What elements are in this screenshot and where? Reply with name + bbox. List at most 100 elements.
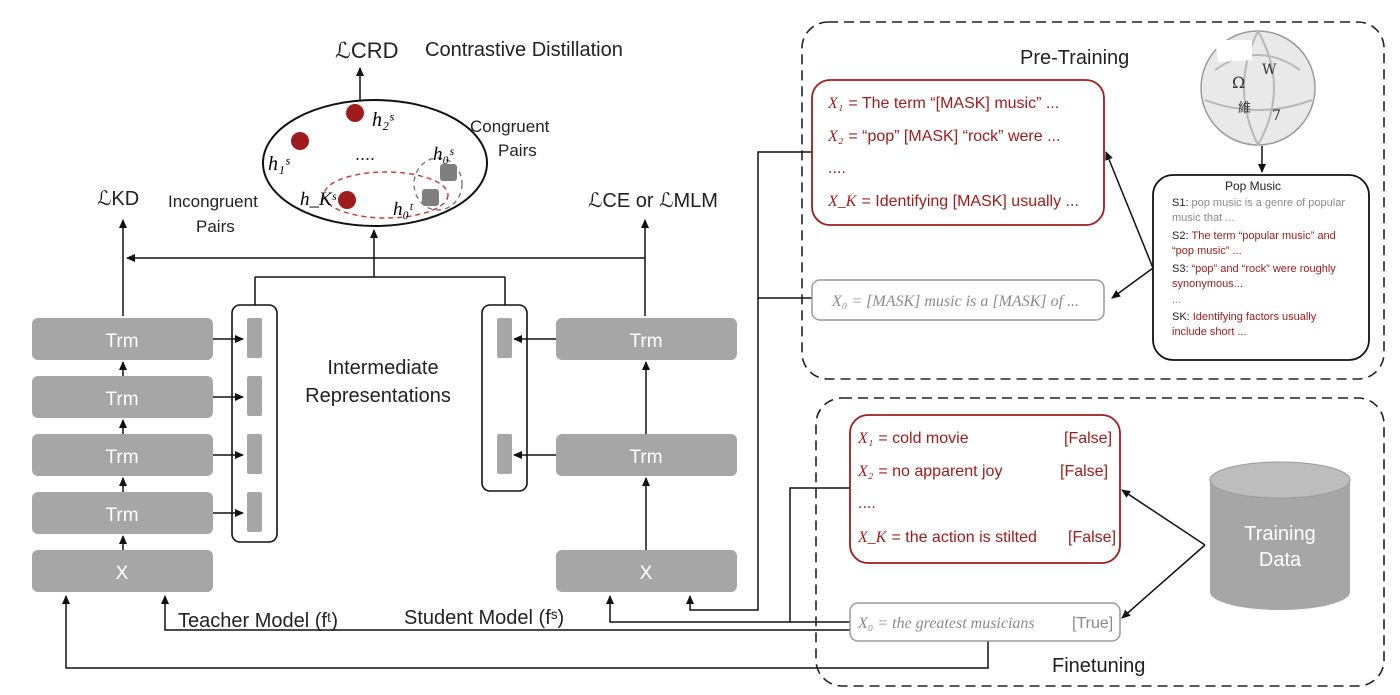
pretrain-samples-box [811,79,1105,226]
congruent-dashed-ellipse [413,157,463,211]
teacher-rep-slot [247,318,262,358]
pretrain-link [686,151,812,611]
wiki-to-samples-arrow [1105,151,1154,269]
student-trm-label: Trm [629,331,662,352]
training-data-database-icon: Training Data [1209,461,1351,610]
pretrain-query: X₀ = [MASK] music is a [MASK] of ... [831,293,1079,310]
finetune-tag: [False] [1064,430,1112,447]
teacher-trm-label: Trm [105,505,138,526]
teacher-trm-block [32,376,213,418]
pretrain-sample: .... [828,160,846,177]
wikipedia-globe-icon: Ω W 維 7 [1200,30,1316,146]
wiki-line: S1:pop music is a genre of popular [1172,197,1345,209]
finetune-sample: X₁= cold movie [857,430,969,447]
student-rep-slot [497,434,512,474]
wiki-line: ... [1172,294,1181,306]
teacher-trm-label: Trm [105,389,138,410]
wiki-line: SK:Identifying factors usually [1172,311,1317,323]
pretrain-sample: X₁= The term “[MASK] music” ... [827,95,1059,112]
svg-text:7: 7 [1272,108,1281,124]
intermediate-label-1: Intermediate [327,357,438,379]
student-input-label: X [640,563,653,584]
h0t-square [422,189,439,206]
student-trm-label: Trm [629,447,662,468]
finetune-samples-box [849,414,1121,564]
finetune-sample: X_K= the action is stilted [857,529,1037,546]
finetune-query-box [849,602,1121,642]
h0s-square [440,164,457,181]
finetune-tag: [False] [1060,463,1108,480]
h2s-dot [346,104,364,122]
student-trm-block [556,318,737,360]
finetune-sample: X₂= no apparent joy [857,463,1002,480]
training-data-label-1: Training [1244,523,1316,545]
teacher-trm-block [32,434,213,476]
incongruent-label-1: Incongruent [168,192,258,211]
training-data-label-2: Data [1259,549,1302,571]
finetune-query: X₀ = the greatest musicians [857,615,1035,632]
teacher-feed-1 [161,595,850,631]
data-to-query-arrow [1121,544,1206,619]
student-trm-block [556,434,737,476]
teacher-trm-label: Trm [105,331,138,352]
wiki-line: music that ... [1172,212,1234,224]
wiki-line: include short ... [1172,326,1247,338]
wiki-line: S2:The term “popular music” and [1172,230,1336,242]
h0t-label: h₀ᵗ [393,199,414,220]
congruent-label-2: Pairs [498,141,537,160]
finetune-sample: .... [858,495,876,512]
teacher-input-block [32,550,213,592]
student-model-label: Student Model (fˢ) [404,607,564,629]
svg-text:W: W [1262,62,1277,78]
wiki-line: S3:“pop” and “rock” were roughly [1172,263,1336,275]
pretrain-query-box [811,279,1105,321]
finetuning-title: Finetuning [1052,655,1145,677]
congruent-label-1: Congruent [470,117,550,136]
wiki-card-lines: S1:pop music is a genre of popular music… [1172,197,1345,338]
teacher-rep-column [231,304,278,543]
svg-text:維: 維 [1238,101,1251,116]
teacher-input-label: X [116,563,129,584]
student-rep-column [481,304,528,492]
incongruent-dashed-ellipse [323,171,449,219]
teacher-feed-2 [62,595,989,669]
teacher-trm-block [32,492,213,534]
finetune-query-tag: [True] [1072,615,1113,632]
svg-text:Ω: Ω [1232,73,1245,92]
pretraining-title: Pre-Training [1020,47,1129,69]
finetune-samples: X₁= cold movie [False] X₂= no apparent j… [857,430,1116,546]
teacher-model-label: Teacher Model (fᵗ) [178,610,338,632]
teacher-trm-block [32,318,213,360]
hks-label: h_Kˢ [300,189,337,210]
h1s-label: h₁ˢ [268,153,290,175]
teacher-rep-slot [247,492,262,532]
h1s-dot [291,132,309,150]
pretrain-sample: X₂= “pop” [MASK] “rock” were ... [827,128,1060,145]
loss-crd-label: ℒCRD [335,38,399,63]
student-model: Trm Trm X [556,318,737,592]
h0s-label: h₀ˢ [433,144,454,165]
wiki-line: “pop music” ... [1172,245,1242,257]
pretrain-sample: X_K= Identifying [MASK] usually ... [827,193,1079,210]
intermediate-label-2: Representations [305,385,451,407]
teacher-model: Trm Trm Trm Trm X [32,318,213,592]
wiki-line: synonymous... [1172,278,1243,290]
data-to-samples-arrow [1121,489,1206,546]
student-rep-slot [497,318,512,358]
finetune-tag: [False] [1068,529,1116,546]
finetuning-panel [815,397,1385,687]
pretraining-panel [801,21,1385,380]
teacher-trm-label: Trm [105,447,138,468]
wiki-card-title: Pop Music [1225,179,1281,193]
h2s-label: h₂ˢ [372,109,394,131]
teacher-rep-slot [247,434,262,474]
wiki-to-query-arrow [1111,267,1154,299]
loss-kd-label: ℒKD [97,188,139,210]
student-input-block [556,550,737,592]
contrastive-title: Contrastive Distillation [425,39,623,61]
loss-ce-mlm-label: ℒCE or ℒMLM [588,190,718,212]
ellipse-dots: .... [355,144,375,164]
teacher-rep-slot [247,376,262,416]
incongruent-label-2: Pairs [196,217,235,236]
